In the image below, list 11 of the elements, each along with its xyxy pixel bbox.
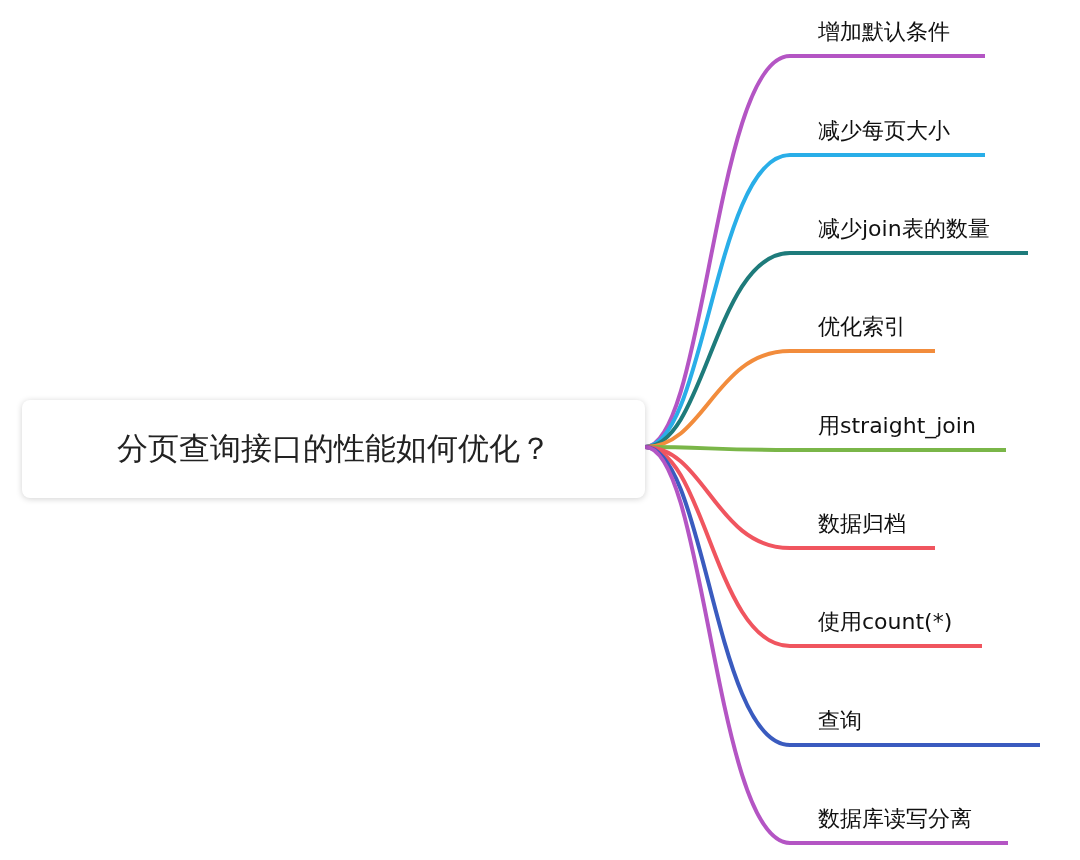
- branch-topic: 数据库读写分离: [790, 797, 1008, 845]
- branch-topic: 使用count(*): [790, 600, 982, 648]
- branch-topic: 增加默认条件: [790, 10, 985, 58]
- branch-topic: 优化索引: [790, 305, 935, 353]
- branch-line: [644, 445, 791, 845]
- branch-topic: 数据归档: [790, 502, 935, 550]
- branch-topic: 减少join表的数量: [790, 207, 1028, 255]
- branch-topic: 查询: [790, 699, 1040, 747]
- central-topic-box: 分页查询接口的性能如何优化？: [22, 400, 645, 498]
- branch-topic: 用straight_join: [790, 404, 1006, 452]
- branch-topic: 减少每页大小: [790, 109, 985, 157]
